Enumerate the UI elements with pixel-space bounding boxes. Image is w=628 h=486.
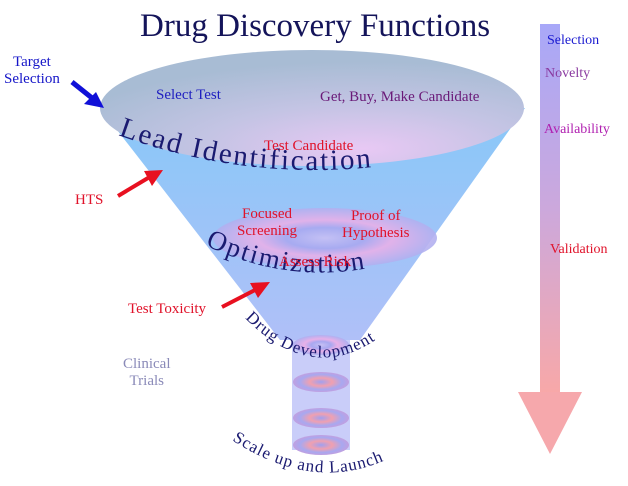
label-proof-line-1: Proof of [350, 208, 401, 224]
arrow-label-selection: Selection [547, 33, 600, 48]
label-test-toxicity: Test Toxicity [128, 301, 207, 317]
arrow-label-novelty: Novelty [545, 66, 591, 81]
label-hts: HTS [75, 192, 104, 208]
arrow-label-validation: Validation [550, 242, 608, 257]
stem-disc-3 [293, 408, 349, 428]
stem-disc-1 [293, 335, 349, 355]
label-clinical-line-2: Trials [129, 372, 164, 389]
progression-arrow [518, 24, 582, 454]
stem-disc-2 [293, 372, 349, 392]
label-clinical-line-1: Clinical [123, 356, 171, 372]
label-proof-line-2: Hypothesis [342, 224, 410, 241]
label-target-line-2: Selection [4, 70, 60, 87]
label-test-candidate: Test Candidate [264, 138, 354, 154]
optimization-disc [213, 208, 437, 268]
label-assess-risk: Assess Risk [279, 254, 352, 270]
funnel-stem [292, 340, 350, 450]
page-title: Drug Discovery Functions [140, 8, 491, 44]
test-toxicity-arrow [221, 282, 270, 309]
label-select-test: Select Test [156, 87, 221, 103]
label-proof-of-hypothesis: Proof of Hypothesis [342, 208, 410, 241]
stem-disc-4 [293, 435, 349, 455]
label-get-buy-make: Get, Buy, Make Candidate [320, 89, 480, 105]
hts-arrow [116, 170, 163, 198]
label-target-line-1: Target [13, 54, 51, 70]
label-focused-line-1: Focused [241, 206, 292, 222]
lead-identification-disc [100, 50, 524, 166]
label-focused-line-2: Screening [237, 222, 297, 239]
arrow-label-availability: Availability [544, 122, 610, 137]
label-focused-screening: Focused Screening [237, 206, 297, 239]
target-selection-arrow [70, 80, 104, 108]
label-target-selection: Target Selection [4, 54, 60, 87]
label-clinical-trials: Clinical Trials [123, 356, 171, 389]
